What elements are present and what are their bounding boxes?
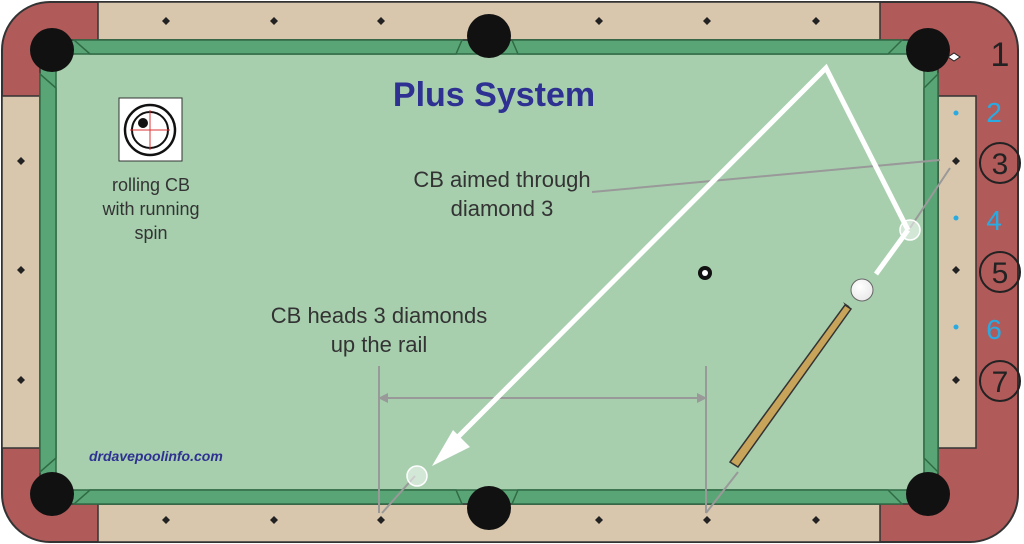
cue-tip	[843, 302, 851, 309]
diamond-right-4-dot	[953, 215, 959, 221]
path-up-rail	[445, 63, 911, 450]
center-spot-inner	[702, 270, 708, 276]
spin-caption-line2: with running	[101, 199, 199, 219]
rail-diamonds	[17, 17, 961, 524]
cushion-nose-left	[39, 72, 57, 474]
cushion-nose-right	[923, 72, 939, 474]
diamond-left-1	[17, 157, 25, 165]
diamond-number-7: 7	[992, 366, 1009, 399]
ghost-ball-end	[406, 465, 428, 487]
diamond-top-3	[377, 17, 385, 25]
aim-leader-line	[591, 159, 941, 193]
diamond-bottom-2	[270, 516, 278, 524]
diamond-top-1	[162, 17, 170, 25]
diamond-number-7-circle	[979, 360, 1021, 402]
cushion-nose-top-right	[510, 39, 904, 55]
right-diamond-guide	[705, 471, 739, 514]
diamond-number-3: 3	[992, 148, 1009, 181]
diamond-top-2	[270, 17, 278, 25]
pocket-bottom-middle	[467, 486, 511, 530]
diamond-number-2: 2	[986, 97, 1002, 128]
cushion-nose-bottom-left	[72, 489, 464, 505]
pocket-top-left	[30, 28, 74, 72]
diamond-left-3	[17, 376, 25, 384]
diamond-bottom-7	[812, 516, 820, 524]
cloth	[55, 53, 925, 491]
diamond-bottom-6	[703, 516, 711, 524]
diamond-top-7	[812, 17, 820, 25]
credit-text: drdavepoolinfo.com	[89, 448, 223, 464]
diamond-bottom-3	[377, 516, 385, 524]
aim-caption-line2: diamond 3	[451, 196, 554, 221]
diamond-bottom-1	[162, 516, 170, 524]
diamond-numbers: 1 2 3 4 5 6 7	[979, 36, 1021, 402]
cue-stick	[728, 302, 853, 469]
spin-caption-line3: spin	[134, 223, 167, 243]
measure-arrowhead-left	[378, 393, 388, 403]
heads-caption-line1: CB heads 3 diamonds	[271, 303, 487, 328]
diamond-top-5	[595, 17, 603, 25]
aim-caption-line1: CB aimed through	[413, 167, 590, 192]
diamond-top-6	[703, 17, 711, 25]
path-arrowhead	[432, 430, 470, 466]
diamond-right-3	[952, 157, 960, 165]
diamond-number-4: 4	[986, 205, 1002, 236]
measure-arrowhead-right	[697, 393, 707, 403]
pocket-top-right	[906, 28, 950, 72]
ghost-ball-rail	[899, 219, 921, 241]
spin-ball-outer	[123, 103, 177, 157]
spin-caption-line1: rolling CB	[112, 175, 190, 195]
diamond-right-2-dot	[953, 110, 959, 116]
diamond-number-5: 5	[992, 257, 1009, 290]
diamond-right-7	[952, 376, 960, 384]
cushion-nose-top-left	[72, 39, 464, 55]
heads-caption-line2: up the rail	[331, 332, 428, 357]
diamond-left-2	[17, 266, 25, 274]
pocket-top-middle	[467, 14, 511, 58]
diamond-number-6: 6	[986, 314, 1002, 345]
diamond-number-5-circle	[979, 251, 1021, 293]
spin-indicator	[118, 97, 183, 162]
guide-lines	[378, 159, 951, 514]
pocket-bottom-right	[906, 472, 950, 516]
pocket-bottom-left	[30, 472, 74, 516]
cue-ball	[850, 278, 874, 302]
spin-contact-dot	[138, 118, 148, 128]
diamond-right-1	[947, 52, 961, 62]
aim-line-to-diamond	[909, 167, 951, 229]
diamond-number-1: 1	[991, 36, 1010, 74]
page-title: Plus System	[393, 76, 595, 114]
diamond-bottom-5	[595, 516, 603, 524]
diamond-right-5	[952, 266, 960, 274]
diamond-number-3-circle	[979, 142, 1021, 184]
diamond-right-6-dot	[953, 324, 959, 330]
